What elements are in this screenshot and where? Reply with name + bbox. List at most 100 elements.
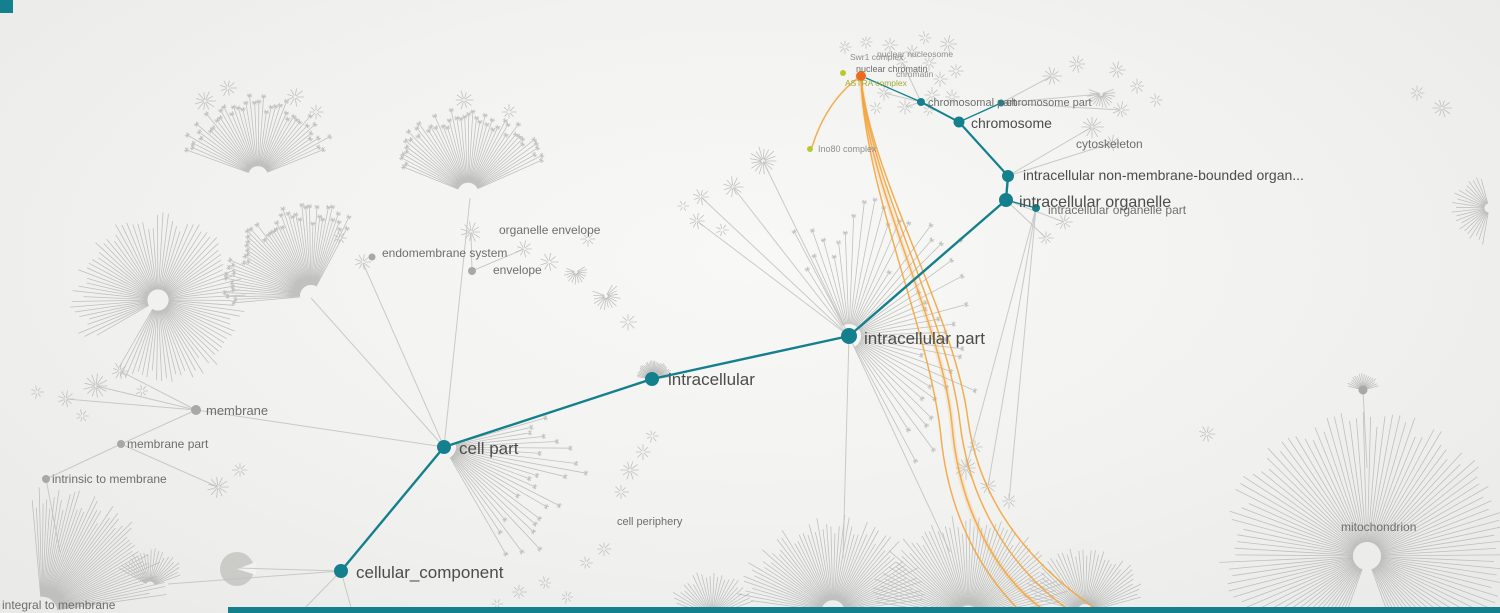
cluster-burst[interactable] xyxy=(579,556,593,569)
cluster-burst[interactable] xyxy=(945,89,960,104)
cluster-burst[interactable] xyxy=(232,463,248,477)
node-intracellular-organelle[interactable] xyxy=(999,193,1013,207)
cluster-burst[interactable] xyxy=(1149,93,1163,107)
cluster-burst[interactable] xyxy=(1199,426,1216,442)
cluster-burst[interactable] xyxy=(501,104,517,119)
cluster-burst[interactable] xyxy=(1002,493,1016,509)
label-swr1-complex[interactable]: Swr1 complex xyxy=(850,52,904,62)
label-mitochondrion[interactable]: mitochondrion xyxy=(1341,520,1416,534)
node-cell-part[interactable] xyxy=(437,440,451,454)
cluster-burst[interactable] xyxy=(111,362,129,379)
cluster-burst[interactable] xyxy=(1112,101,1130,118)
cluster-burst[interactable] xyxy=(924,87,940,102)
node-astra-complex[interactable] xyxy=(840,70,846,76)
cluster-burst[interactable] xyxy=(207,476,229,498)
cluster-burst[interactable] xyxy=(398,107,545,190)
node-intracellular-non-membrane-bounded-organelle[interactable] xyxy=(1002,170,1014,182)
cluster-burst[interactable] xyxy=(839,40,852,54)
cluster-burst[interactable] xyxy=(1081,116,1104,139)
cluster-burst[interactable] xyxy=(1347,373,1379,390)
label-cell-part[interactable]: cell part xyxy=(459,439,519,458)
cluster-burst[interactable] xyxy=(614,485,629,499)
cluster-burst[interactable] xyxy=(563,266,588,285)
cluster-burst[interactable] xyxy=(222,202,352,306)
cluster-burst[interactable] xyxy=(635,444,651,460)
cluster-burst[interactable] xyxy=(334,232,347,244)
node-chromosomal-part[interactable] xyxy=(917,98,925,106)
cluster-burst[interactable] xyxy=(580,231,596,247)
node-envelope[interactable] xyxy=(468,267,476,275)
node-ino80-complex[interactable] xyxy=(807,146,813,152)
cluster-burst[interactable] xyxy=(219,80,237,97)
label-cellular-component[interactable]: cellular_component xyxy=(356,563,504,582)
bottom-edge-bar[interactable] xyxy=(228,607,1500,613)
cluster-burst[interactable] xyxy=(677,201,689,211)
node-intracellular[interactable] xyxy=(645,372,659,386)
cluster-burst[interactable] xyxy=(1069,55,1086,73)
cluster-burst[interactable] xyxy=(723,176,744,198)
cluster-burst[interactable] xyxy=(449,415,589,557)
cluster-burst[interactable] xyxy=(918,31,932,44)
cluster-burst[interactable] xyxy=(512,584,527,599)
node-intracellular-organelle-part[interactable] xyxy=(1032,204,1040,212)
node-intrinsic-to-membrane[interactable] xyxy=(42,475,50,483)
cluster-burst[interactable] xyxy=(940,35,957,53)
label-ino80-complex[interactable]: Ino80 complex xyxy=(818,144,877,154)
cluster-burst[interactable] xyxy=(1087,89,1116,108)
cluster-burst[interactable] xyxy=(922,55,937,71)
cluster-burst[interactable] xyxy=(70,212,246,382)
label-organelle-envelope[interactable]: organelle envelope xyxy=(499,223,601,237)
cluster-burst[interactable] xyxy=(1410,85,1425,101)
cluster-burst[interactable] xyxy=(933,71,948,87)
node-mitochondrion[interactable] xyxy=(1358,385,1368,395)
cluster-burst[interactable] xyxy=(716,223,729,237)
label-intracellular-non-membrane-bounded-organelle[interactable]: intracellular non-membrane-bounded organ… xyxy=(1023,167,1304,183)
cluster-burst[interactable] xyxy=(1042,66,1062,85)
label-intracellular-organelle[interactable]: intracellular organelle xyxy=(1019,194,1171,211)
cluster-burst[interactable] xyxy=(672,572,754,613)
cluster-burst[interactable] xyxy=(460,221,481,242)
cluster-burst[interactable] xyxy=(896,55,908,68)
label-chromatin[interactable]: chromatin xyxy=(896,69,934,79)
node-cellular-component[interactable] xyxy=(334,564,348,578)
cluster-burst[interactable] xyxy=(882,37,898,53)
label-nuclear-chromatin[interactable]: nuclear chromatin xyxy=(856,64,928,74)
cluster-burst[interactable] xyxy=(31,487,167,611)
label-endomembrane-system[interactable]: endomembrane system xyxy=(382,246,507,260)
cluster-burst[interactable] xyxy=(877,85,892,101)
label-intracellular-part[interactable]: intracellular part xyxy=(864,329,985,348)
label-membrane-part[interactable]: membrane part xyxy=(127,437,209,451)
label-chromosomal-part[interactable]: chromosomal part xyxy=(928,97,1016,109)
cluster-burst[interactable] xyxy=(636,360,672,380)
cluster-burst[interactable] xyxy=(869,102,882,115)
cluster-burst[interactable] xyxy=(1219,411,1500,613)
label-intracellular-organelle-part[interactable]: intracellular organelle part xyxy=(1048,203,1187,217)
cluster-burst[interactable] xyxy=(645,430,659,443)
cluster-burst[interactable] xyxy=(561,591,574,604)
label-intracellular[interactable]: intracellular xyxy=(668,370,755,389)
label-chromosome-part[interactable]: chromosome part xyxy=(1006,97,1092,109)
cluster-burst[interactable] xyxy=(83,373,108,398)
label-integral-to-membrane[interactable]: integral to membrane xyxy=(2,598,116,612)
cluster-burst[interactable] xyxy=(619,314,637,331)
label-cytoskeleton[interactable]: cytoskeleton xyxy=(1076,137,1143,151)
cluster-burst[interactable] xyxy=(31,385,44,399)
node-intracellular-part[interactable] xyxy=(841,328,857,344)
cluster-burst[interactable] xyxy=(287,88,305,107)
cluster-burst[interactable] xyxy=(948,64,964,79)
node-membrane[interactable] xyxy=(191,405,201,415)
cluster-burst[interactable] xyxy=(860,36,873,49)
cluster-burst[interactable] xyxy=(538,576,551,589)
cluster-burst[interactable] xyxy=(183,93,333,173)
cluster-burst[interactable] xyxy=(455,90,474,110)
cluster-burst[interactable] xyxy=(355,254,372,270)
cluster-burst[interactable] xyxy=(955,456,976,480)
cluster-burst[interactable] xyxy=(309,104,324,120)
cluster-burst[interactable] xyxy=(1023,548,1142,611)
label-nuclear-nucleosome[interactable]: nuclear nucleosome xyxy=(877,49,953,59)
label-intrinsic-to-membrane[interactable]: intrinsic to membrane xyxy=(52,472,167,486)
cluster-burst[interactable] xyxy=(592,284,621,310)
cluster-burst[interactable] xyxy=(119,548,181,585)
cluster-burst[interactable] xyxy=(1432,99,1452,118)
